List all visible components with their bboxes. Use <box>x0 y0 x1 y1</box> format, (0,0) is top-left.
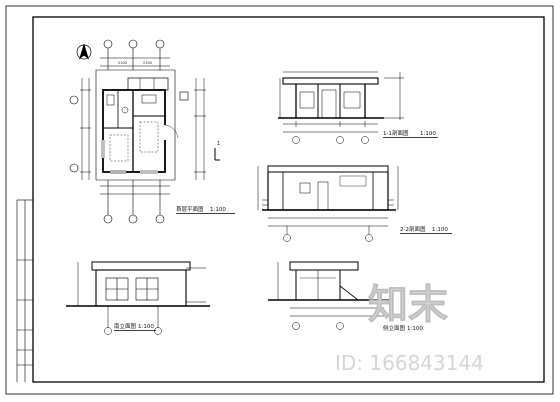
right-elevation-scale: 1:100 <box>407 326 423 332</box>
watermark-brand: 知末 <box>368 282 448 328</box>
section-cut-number: 1 <box>217 141 220 147</box>
plan-dimensions-right <box>194 78 206 180</box>
front-elevation-scale: 1:100 <box>138 324 154 330</box>
section-view-title: 1-1剖面图 <box>383 129 409 137</box>
svg-text:2100: 2100 <box>143 61 152 65</box>
right-elevation-view: 侧立面图 1:100 <box>268 261 423 332</box>
section-1-1-view: 1-1剖面图 1:100 <box>278 71 438 144</box>
front-elevation-title: 南立面图 <box>114 322 137 330</box>
side-section-scale: 1:100 <box>432 227 448 233</box>
section-view-scale: 1:100 <box>420 131 436 137</box>
section-cut-mark <box>214 148 220 161</box>
front-elevation-windows <box>105 277 159 301</box>
plan-dimensions-top: 2100 2100 <box>100 57 170 67</box>
plan-dimensions-left <box>80 78 91 180</box>
plan-windows <box>110 170 158 174</box>
right-elevation-title: 侧立面图 <box>383 324 406 332</box>
front-elevation-view: 南立面图 1:100 <box>66 261 210 335</box>
axis-bubbles-bottom <box>100 180 170 224</box>
plan-view: 2100 2100 <box>69 39 235 224</box>
watermark: 知末 ID: 166843144 <box>335 282 484 375</box>
axis-bubbles-top <box>103 39 165 70</box>
side-section-title: 2-2剖面图 <box>400 225 426 233</box>
svg-text:2100: 2100 <box>118 61 127 65</box>
sheet-frame <box>5 5 554 395</box>
plan-view-title: 首层平面图 <box>176 205 204 213</box>
watermark-id: ID: 166843144 <box>335 351 484 375</box>
north-arrow-icon <box>76 43 92 60</box>
plan-view-scale: 1:100 <box>210 207 226 213</box>
side-section-view: 2-2剖面图 1:100 <box>257 165 452 242</box>
